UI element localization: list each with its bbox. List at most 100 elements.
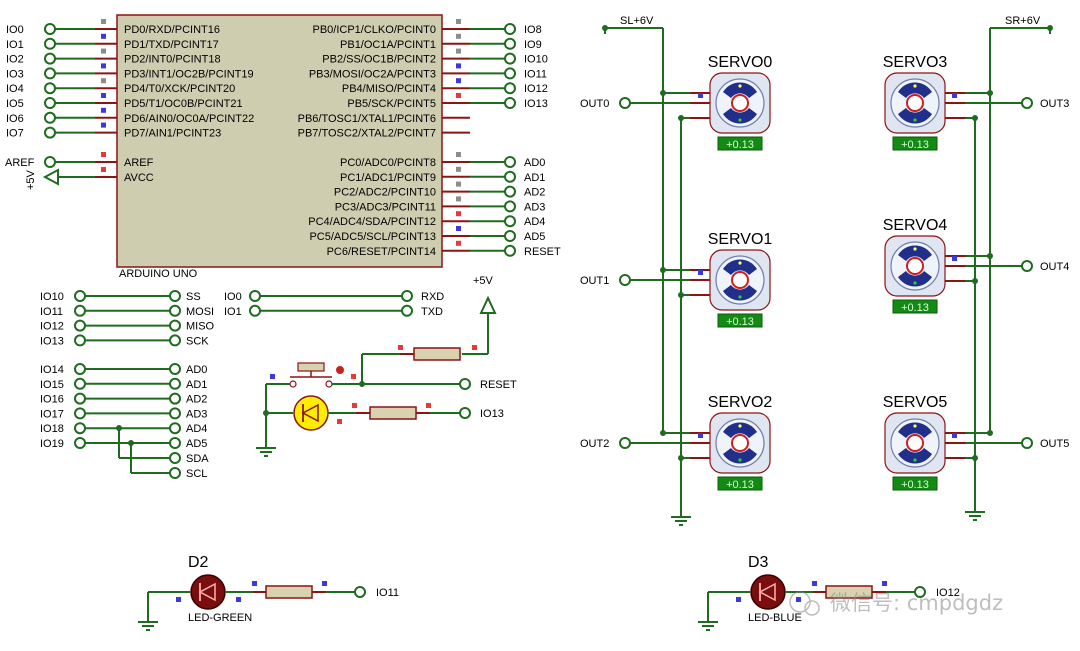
alias-to-terminal[interactable]	[401, 304, 413, 317]
reset-button[interactable]	[289, 362, 344, 388]
pin-label: PC0/ADC0/PCINT8	[340, 157, 436, 169]
pullup-resistor[interactable]	[413, 347, 461, 361]
alias-from-terminal[interactable]	[74, 407, 86, 420]
terminal-reset[interactable]	[504, 244, 516, 257]
terminal-io12[interactable]	[504, 82, 516, 95]
alias-to-terminal[interactable]	[169, 363, 181, 375]
led-net-terminal[interactable]	[914, 586, 926, 598]
servo-output-label: OUT0	[580, 98, 609, 110]
left-supply-label: SL+6V	[620, 15, 654, 27]
alias-to-terminal[interactable]	[169, 304, 181, 317]
terminal-ad2[interactable]	[504, 185, 516, 198]
terminal-io11[interactable]	[504, 67, 516, 80]
alias-from-terminal[interactable]	[249, 304, 261, 317]
alias-from-terminal[interactable]	[74, 290, 86, 302]
pin-state	[456, 226, 461, 231]
alias-from-terminal[interactable]	[249, 290, 261, 302]
alias-to-terminal[interactable]	[169, 407, 181, 420]
terminal-io10[interactable]	[504, 52, 516, 65]
servo-value-badge	[717, 313, 763, 328]
terminal-io7[interactable]	[44, 126, 56, 139]
terminal-ad1[interactable]	[504, 170, 516, 183]
alias-from-terminal[interactable]	[74, 437, 86, 449]
led-l-yellow[interactable]	[293, 395, 329, 431]
terminal-ad4[interactable]	[504, 215, 516, 228]
led-net-terminal[interactable]	[354, 586, 366, 598]
io13-led-terminal[interactable]	[459, 407, 471, 419]
alias-to-terminal[interactable]	[169, 319, 181, 332]
terminal-io13[interactable]	[504, 97, 516, 109]
alias-to-terminal[interactable]	[169, 290, 181, 302]
terminal-io8[interactable]	[504, 23, 516, 35]
alias-from-terminal[interactable]	[74, 319, 86, 332]
net-label: AD0	[524, 157, 545, 169]
alias-from-label: IO17	[40, 408, 64, 420]
alias-from-terminal[interactable]	[74, 377, 86, 390]
terminal-io4[interactable]	[44, 82, 56, 95]
avcc-power-terminal: +5V	[25, 167, 106, 190]
scl-terminal[interactable]	[169, 467, 181, 479]
servo-value-badge	[892, 136, 938, 151]
alias-from-terminal[interactable]	[74, 334, 86, 347]
alias-from-label: IO16	[40, 394, 64, 406]
terminal-io3[interactable]	[44, 67, 56, 80]
servo-output-terminal[interactable]	[619, 274, 631, 286]
aref-terminal[interactable]: AREF	[5, 152, 106, 169]
servo-output-terminal[interactable]	[619, 437, 631, 449]
pin-label: PC4/ADC4/SDA/PCINT12	[308, 216, 436, 228]
alias-to-terminal[interactable]	[401, 290, 413, 302]
sda-terminal[interactable]	[169, 452, 181, 464]
alias-to-terminal[interactable]	[169, 392, 181, 405]
servo-output-terminal[interactable]	[619, 97, 631, 109]
alias-from-terminal[interactable]	[74, 304, 86, 317]
alias-to-terminal[interactable]	[169, 422, 181, 435]
terminal-io5[interactable]	[44, 97, 56, 109]
terminal-io6[interactable]	[44, 111, 56, 124]
alias-from-terminal[interactable]	[74, 392, 86, 405]
terminal-ad5[interactable]	[504, 230, 516, 242]
terminal-ad3[interactable]	[504, 200, 516, 213]
servo-output-terminal[interactable]	[1021, 260, 1033, 272]
terminal-ad0[interactable]	[504, 156, 516, 168]
led-resistor[interactable]	[265, 585, 313, 599]
servo-output-terminal[interactable]	[1021, 437, 1033, 449]
alias-from-terminal[interactable]	[74, 422, 86, 435]
alias-to-terminal[interactable]	[169, 437, 181, 449]
servo-output-terminal[interactable]	[1021, 97, 1033, 109]
net-label: AD3	[524, 201, 545, 213]
terminal-io1[interactable]	[44, 37, 56, 50]
sda-label: SDA	[186, 453, 209, 465]
alias-from-terminal[interactable]	[74, 363, 86, 375]
alias-to-terminal[interactable]	[169, 334, 181, 347]
servo-value-badge	[892, 476, 938, 491]
terminal-io9[interactable]	[504, 37, 516, 50]
terminal-io0[interactable]	[44, 23, 56, 35]
led-resistor[interactable]	[369, 406, 417, 420]
alias-to-terminal[interactable]	[169, 377, 181, 390]
alias-from-label: IO18	[40, 423, 64, 435]
terminal-io2[interactable]	[44, 52, 56, 65]
reset-terminal[interactable]	[459, 378, 471, 390]
chip-pin-pb6: PB6/TOSC1/XTAL1/PCINT6	[298, 113, 470, 125]
servo-output-label: OUT4	[1040, 261, 1069, 273]
pin-label: PC6/RESET/PCINT14	[327, 246, 436, 258]
servo-value-badge	[717, 136, 763, 151]
